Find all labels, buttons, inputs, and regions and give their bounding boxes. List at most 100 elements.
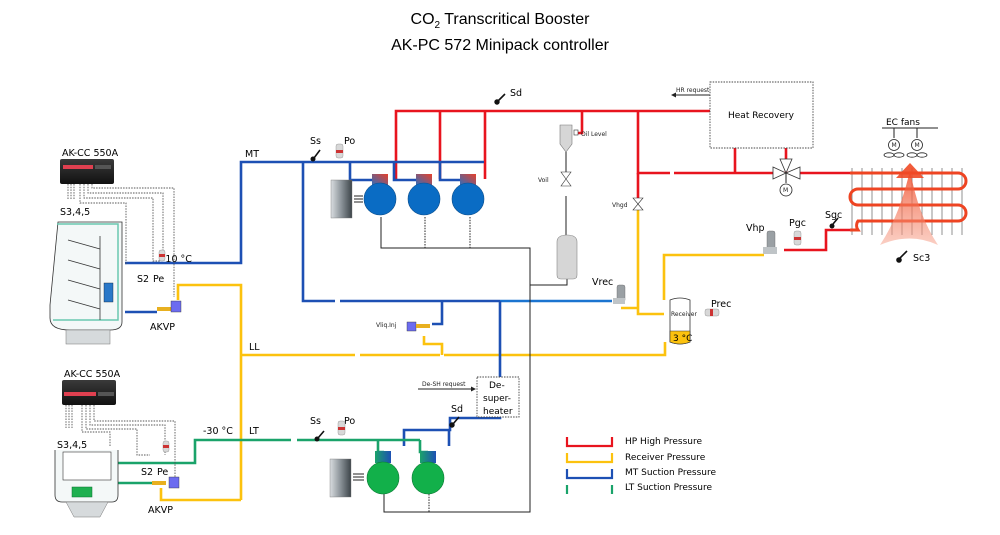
oil-level-label: Oil Level — [581, 131, 607, 138]
legend: HP High Pressure Receiver Pressure MT Su… — [565, 437, 716, 494]
lt-case-s2-label: S2 — [141, 467, 153, 478]
receiver-pressure-lines — [159, 210, 764, 502]
lt-case-pe-label: Pe — [157, 467, 168, 478]
mt-po-transmitter-icon — [335, 143, 344, 159]
prec-transmitter: Prec — [704, 299, 731, 317]
lt-compressor-1-icon — [366, 451, 400, 495]
sgc-label: Sgc — [825, 210, 842, 221]
lt-line-comp2 — [418, 440, 428, 454]
airflow-arrow-head-icon — [896, 163, 924, 178]
desuperheater-box — [476, 376, 520, 418]
lt-line-label: LT — [249, 426, 259, 437]
mt-frequency-drive-icon — [330, 179, 353, 219]
desuperheater: De- super- heater De-SH request — [418, 376, 520, 418]
title-line-1: CO2 Transcritical Booster — [410, 11, 590, 32]
mt-compressor-1-icon — [363, 174, 397, 216]
legend-swatch-mt — [565, 469, 614, 480]
sc3-sensor-icon — [899, 250, 908, 259]
voil-valve-icon — [560, 171, 572, 187]
receiver-label: Receiver — [671, 311, 697, 318]
hr-request-label: HR request — [676, 87, 710, 94]
mt-line-comp3 — [438, 162, 464, 182]
ll-line-label: LL — [249, 342, 260, 353]
mt-line-label: MT — [245, 149, 259, 160]
legend-item-receiver: Receiver Pressure — [565, 453, 706, 464]
mt-line-case-to-pack — [125, 160, 484, 265]
mt-line-return — [301, 162, 335, 303]
mt-line-comp2 — [392, 162, 420, 182]
mt-compressor-3-icon — [451, 174, 485, 216]
svg-text:heater: heater — [483, 407, 513, 417]
vliq-inj-label: Vliq.Inj — [376, 322, 397, 329]
vrec-label: Vrec — [592, 277, 613, 288]
lt-case-evaporator-icon — [71, 486, 93, 498]
lt-case-akvp-valve-icon — [152, 476, 180, 489]
title-line-2: AK-PC 572 Minipack controller — [391, 37, 609, 55]
lt-case-controller-label: AK-CC 550A — [64, 369, 121, 380]
svg-text:MT Suction Pressure: MT Suction Pressure — [625, 468, 716, 478]
lt-sd-label: Sd — [451, 404, 463, 415]
mt-display-case: AK-CC 550A S3,4,5 -10 °C S2 Pe — [49, 148, 192, 345]
rp-line-mt-case-liquid — [176, 283, 243, 500]
valve-motor-icon — [779, 183, 793, 197]
desh-request-label: De-SH request — [422, 381, 466, 388]
mt-case-akvp-valve-icon — [157, 300, 182, 313]
lt-compressor-2-icon — [411, 451, 445, 495]
lt-frequency-drive-icon — [329, 458, 352, 498]
sgc-sensor-icon — [832, 217, 839, 225]
lt-case-controller-icon — [62, 380, 116, 405]
ec-fans: EC fans M M — [882, 118, 938, 158]
mt-case-temperature: -10 °C — [162, 254, 192, 265]
vrec-valve: Vrec — [592, 277, 626, 304]
svg-text:Receiver Pressure: Receiver Pressure — [625, 453, 706, 463]
lt-line-case-to-pack-a — [112, 438, 291, 465]
oil-receiver-icon — [556, 234, 578, 280]
hp-line-riser — [636, 111, 670, 175]
mt-po-label: Po — [344, 136, 355, 147]
lt-ss-sensor-icon — [314, 430, 325, 442]
svg-text:M: M — [892, 142, 897, 149]
mt-case-sensors-label: S3,4,5 — [60, 207, 90, 218]
lt-po-transmitter-icon — [337, 420, 346, 436]
mt-case-akvp-label: AKVP — [150, 322, 175, 333]
heat-recovery-box — [709, 81, 814, 149]
lt-line-comp1 — [376, 440, 384, 454]
mt-case-controller-label: AK-CC 550A — [62, 148, 119, 159]
mt-compressor-2-icon — [407, 174, 441, 216]
lt-ss-label: Ss — [310, 416, 321, 427]
svg-text:De-: De- — [489, 381, 505, 391]
pgc-transmitter: Pgc — [789, 218, 806, 246]
vliq-inj-valve: Vliq.Inj — [376, 321, 430, 332]
vliq-inj-valve-icon — [406, 321, 417, 332]
gas-cooler — [848, 163, 968, 245]
three-way-valve-icon: M — [772, 158, 801, 197]
mt-case-pe-label: Pe — [153, 274, 164, 285]
rp-line-receiver-liquid — [444, 342, 667, 357]
receiver-temperature: 3 °C — [673, 334, 692, 344]
mt-case-controller-icon — [60, 159, 114, 184]
heat-recovery: Heat Recovery HR request — [671, 81, 814, 149]
mt-case-s2-label: S2 — [137, 274, 149, 285]
vhp-label: Vhp — [746, 223, 765, 234]
prec-label: Prec — [711, 299, 731, 310]
diagram-title: CO2 Transcritical Booster AK-PC 572 Mini… — [0, 10, 1000, 56]
mt-case-pe-transmitter-icon — [158, 249, 166, 262]
vhp-valve: Vhp — [746, 223, 777, 254]
airflow-arrow-icon — [880, 170, 938, 245]
svg-text:super-: super- — [483, 394, 511, 404]
hp-line-comp1 — [394, 109, 733, 179]
vhgd-valve: Vhgd — [612, 197, 644, 211]
ec-fans-label: EC fans — [886, 118, 920, 128]
lt-case-temperature: -30 °C — [203, 426, 233, 437]
voil-label: Voil — [538, 177, 549, 184]
rp-line-lt-case-liquid — [159, 488, 241, 502]
rp-line-vhgd-to-receiver — [636, 210, 664, 316]
pgc-label: Pgc — [789, 218, 806, 229]
ec-fan-1-icon: M — [883, 139, 905, 158]
svg-text:M: M — [915, 142, 920, 149]
hp-line-oil-separator — [576, 111, 584, 135]
hp-line-gascooler-out — [784, 228, 850, 252]
legend-item-hp: HP High Pressure — [565, 437, 702, 448]
legend-item-lt: LT Suction Pressure — [565, 483, 712, 494]
